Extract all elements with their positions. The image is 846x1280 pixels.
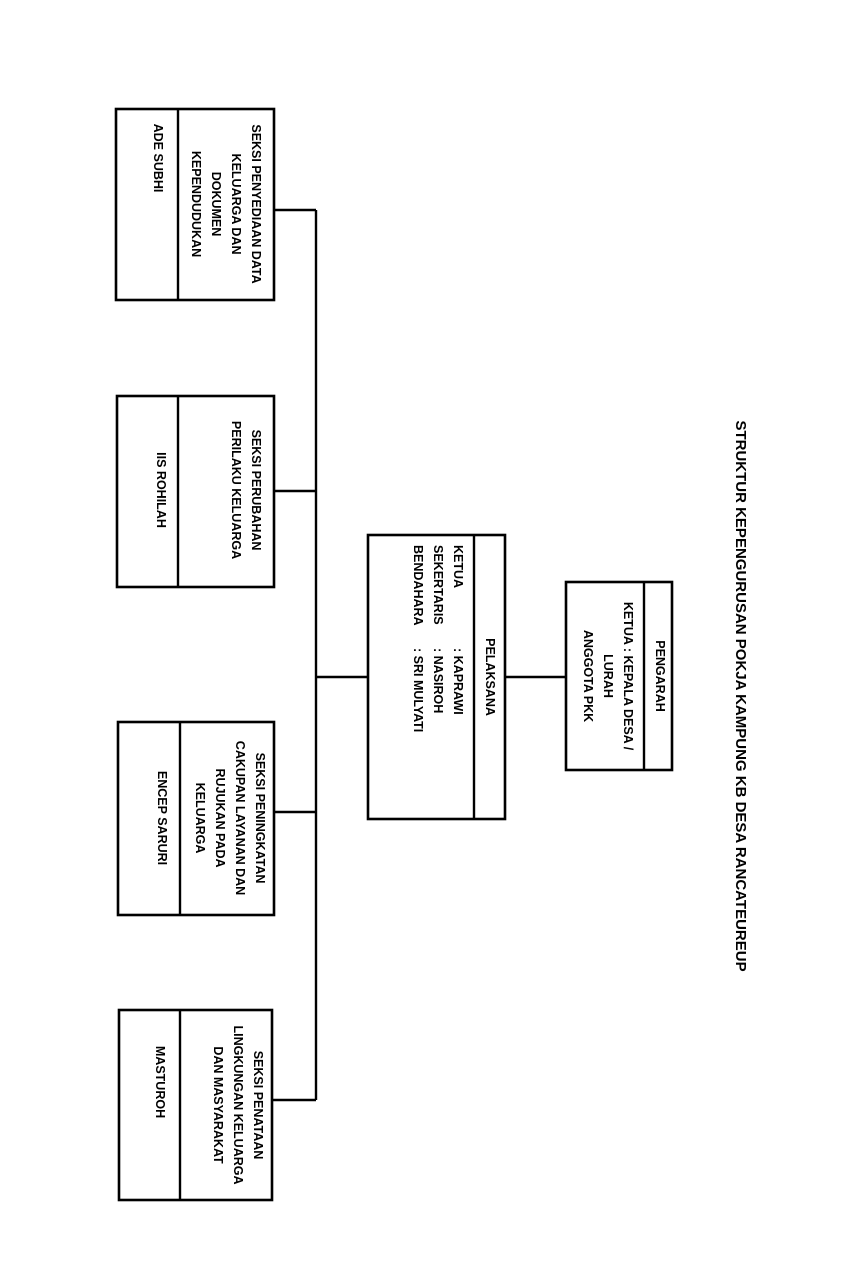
seksi-4-line-3: DAN MASYARAKAT xyxy=(211,1046,225,1164)
pengarah-heading: PENGARAH xyxy=(653,640,667,712)
pengarah-line-3: ANGGOTA PKK xyxy=(581,630,595,722)
seksi-2-person: IIS ROHILAH xyxy=(154,452,168,528)
pelaksana-role-sekertaris: SEKERTARIS xyxy=(431,545,445,625)
seksi-3-line-2: CAKUPAN LAYANAN DAN xyxy=(233,741,247,895)
pengarah-box: PENGARAH KETUA : KEPALA DESA / LURAH ANG… xyxy=(564,580,674,772)
seksi-box-3: SEKSI PENINGKATAN CAKUPAN LAYANAN DAN RU… xyxy=(116,720,276,917)
pelaksana-name-ketua: : KAPRAWI xyxy=(451,648,465,715)
seksi-1-line-4: KEPENDUDUKAN xyxy=(189,151,203,257)
pelaksana-name-sekertaris: : NASIROH xyxy=(431,648,445,713)
seksi-box-4: SEKSI PENATAAN LINGKUNGAN KELUARGA DAN M… xyxy=(117,1008,274,1202)
chart-title: STRUKTUR KEPENGURUSAN POKJA KAMPUNG KB D… xyxy=(732,420,749,971)
seksi-3-person: ENCEP SARURI xyxy=(155,771,169,865)
seksi-1-line-1: SEKSI PENYEDIAAN DATA xyxy=(249,124,263,283)
pengarah-line-1: KETUA : KEPALA DESA / xyxy=(621,602,635,751)
pelaksana-role-bendahara: BENDAHARA xyxy=(411,545,425,626)
seksi-box-2: SEKSI PERUBAHAN PERILAKU KELUARGA IIS RO… xyxy=(115,394,276,589)
seksi-box-1: SEKSI PENYEDIAAN DATA KELUARGA DAN DOKUM… xyxy=(114,107,276,302)
seksi-4-line-2: LINGKUNGAN KELUARGA xyxy=(231,1025,245,1184)
pelaksana-box: PELAKSANA KETUA : KAPRAWI SEKERTARIS : N… xyxy=(366,533,507,821)
seksi-3-line-3: RUJUKAN PADA xyxy=(213,768,227,867)
seksi-1-line-3: DOKUMEN xyxy=(209,172,223,237)
seksi-4-person: MASTUROH xyxy=(153,1046,167,1118)
pelaksana-heading: PELAKSANA xyxy=(483,638,497,716)
pengarah-line-2: LURAH xyxy=(601,654,615,698)
seksi-2-line-2: PERILAKU KELUARGA xyxy=(229,421,243,559)
pelaksana-name-bendahara: : SRI MULYATI xyxy=(411,648,425,732)
seksi-3-line-1: SEKSI PENINGKATAN xyxy=(253,753,267,884)
pelaksana-role-ketua: KETUA xyxy=(451,545,465,588)
seksi-1-person: ADE SUBHI xyxy=(151,124,165,193)
seksi-2-line-1: SEKSI PERUBAHAN xyxy=(249,430,263,551)
seksi-3-line-4: KELUARGA xyxy=(193,783,207,854)
seksi-4-line-1: SEKSI PENATAAN xyxy=(251,1051,265,1160)
seksi-1-line-2: KELUARGA DAN xyxy=(229,154,243,255)
